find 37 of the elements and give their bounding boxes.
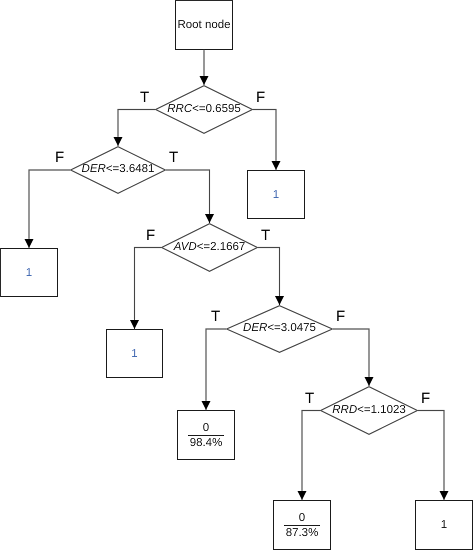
decision-diamond <box>155 85 253 134</box>
condition-text: DER<=3.6481 <box>82 162 154 178</box>
accuracy-text: 98.4% <box>188 434 224 450</box>
class-label: 1 <box>26 266 32 280</box>
root-box <box>175 0 233 50</box>
arrow <box>200 50 208 85</box>
condition-text: DER<=3.0475 <box>243 321 316 336</box>
leaf-box <box>0 248 58 297</box>
leaf-box <box>273 500 331 550</box>
accuracy-text: 87.3% <box>284 524 320 540</box>
class-label: 0 <box>298 510 306 524</box>
class-label: Root node <box>177 18 231 32</box>
decision-diamond <box>70 146 166 194</box>
arrow <box>333 328 374 386</box>
arrow <box>253 108 280 170</box>
decision-diamond <box>226 305 333 353</box>
arrow <box>114 108 155 146</box>
class-label: 1 <box>131 346 138 360</box>
arrow <box>166 169 214 223</box>
arrow <box>298 410 320 500</box>
leaf-box <box>415 500 473 550</box>
condition-text: RRC<=0.6595 <box>167 102 241 117</box>
arrow <box>418 410 448 500</box>
decision-diamond <box>320 386 418 435</box>
arrow <box>202 328 226 410</box>
class-label: 1 <box>440 518 448 532</box>
condition-text: AVD<=2.1667 <box>174 240 246 255</box>
class-label: 0 <box>202 420 210 434</box>
arrow <box>130 246 161 329</box>
arrow <box>258 246 284 305</box>
arrow <box>24 169 70 248</box>
leaf-box <box>106 329 163 378</box>
class-label: 1 <box>272 188 280 202</box>
condition-text: RRD<=1.1023 <box>332 402 406 418</box>
decision-diamond <box>161 223 258 272</box>
leaf-box <box>177 410 235 460</box>
leaf-box <box>247 170 305 219</box>
